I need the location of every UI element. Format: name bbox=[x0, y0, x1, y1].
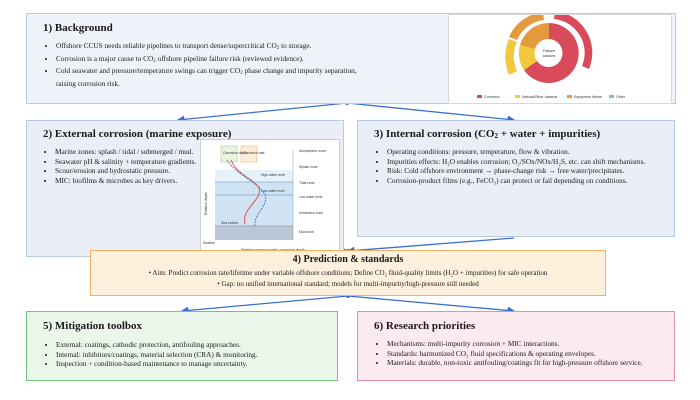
legend-natural: Natural/Other hazards bbox=[522, 95, 558, 99]
arrow-bg-to-external bbox=[176, 102, 348, 124]
legend-corrosion: Corrosion bbox=[484, 95, 500, 99]
mitigation-panel: 5) Mitigation toolbox External: coatings… bbox=[26, 311, 338, 381]
donut-outer-natural bbox=[505, 39, 517, 75]
donut-chart: Failure causes Corrosion Natural/Other h… bbox=[477, 11, 626, 99]
prediction-aim: • Aim: Predict corrosion rate/lifetime u… bbox=[148, 269, 548, 277]
prediction-gap: • Gap: no unified international standard… bbox=[217, 280, 479, 288]
zone-label-tidal: Tidal zone bbox=[299, 181, 315, 185]
list-item: Risk: Cold offshore environment → phase-… bbox=[387, 166, 672, 176]
list-item: Internal: inhibitors/coatings, material … bbox=[56, 350, 341, 360]
mitigation-title: 5) Mitigation toolbox bbox=[43, 320, 142, 332]
fig-label-seabed: Seabed bbox=[203, 241, 215, 245]
prediction-title: 4) Prediction & standards bbox=[292, 254, 404, 265]
external-list: Marine zones: splash / tidal / submerged… bbox=[42, 147, 215, 185]
donut-slice-corrosion bbox=[524, 23, 579, 83]
legend-other: Other bbox=[616, 95, 626, 99]
failure-cause-donut-figure: Failure causes Corrosion Natural/Other h… bbox=[448, 11, 672, 104]
list-item: Impurities effects: H₂O enables corrosio… bbox=[387, 157, 672, 167]
fig-label-lowwater: Low water level bbox=[261, 189, 285, 193]
list-item: Seawater pH & salinity + temperature gra… bbox=[55, 157, 215, 167]
zone-label-atmospheric: Atmospheric zone bbox=[299, 149, 326, 153]
research-title: 6) Research priorities bbox=[374, 320, 476, 332]
list-item: Inspection + condition-based maintenance… bbox=[56, 359, 341, 369]
internal-corrosion-panel: 3) Internal corrosion (CO2 + water + imp… bbox=[357, 120, 675, 237]
prediction-panel: 4) Prediction & standards • Aim: Predict… bbox=[90, 250, 606, 296]
fig-label-seabottom: Sea bottom bbox=[221, 221, 239, 225]
list-item: Scour/erosion and hydrostatic pressure. bbox=[55, 166, 215, 176]
research-panel: 6) Research priorities Mechanisms: multi… bbox=[357, 311, 675, 381]
internal-list: Operating conditions: pressure, temperat… bbox=[374, 147, 672, 185]
donut-slice-equipment bbox=[520, 22, 549, 49]
background-title: 1) Background bbox=[43, 22, 113, 34]
list-item: External: coatings, cathodic protection,… bbox=[56, 340, 341, 350]
arrow-bg-to-internal bbox=[346, 102, 516, 124]
list-item: Marine zones: splash / tidal / submerged… bbox=[55, 147, 215, 157]
donut-center-label-2: causes bbox=[543, 53, 556, 58]
arrow-prediction-to-mitigation bbox=[180, 295, 349, 315]
research-list: Mechanisms: multi-impurity corrosion + M… bbox=[374, 339, 677, 368]
donut-slice-natural bbox=[518, 45, 537, 70]
list-item: Materials: durable, non-toxic antifoulin… bbox=[387, 358, 677, 368]
list-item: Cold seawater and pressure/temperature s… bbox=[56, 66, 476, 88]
arrow-prediction-to-research bbox=[347, 295, 516, 315]
marine-zone-figure: Atmospheric zone Splash zone Tidal zone … bbox=[200, 139, 340, 256]
zone-label-immersion: Immersion zone bbox=[299, 211, 323, 215]
fig-label-highwater: High water level bbox=[261, 173, 285, 177]
donut-outer-corrosion bbox=[554, 11, 593, 69]
internal-title: 3) Internal corrosion (CO2 + water + imp… bbox=[374, 128, 601, 140]
mitigation-list: External: coatings, cathodic protection,… bbox=[43, 340, 341, 369]
list-item: Corrosion-product films (e.g., FeCO₃) ca… bbox=[387, 176, 672, 186]
marine-zone-diagram: Atmospheric zone Splash zone Tidal zone … bbox=[203, 145, 326, 252]
arrow-internal-to-prediction bbox=[346, 237, 515, 255]
zone-label-splash: Splash zone bbox=[299, 165, 318, 169]
list-item: Mechanisms: multi-impurity corrosion + M… bbox=[387, 339, 677, 349]
list-item: Offshore CCUS needs reliable pipelines t… bbox=[56, 41, 476, 54]
background-list: Offshore CCUS needs reliable pipelines t… bbox=[43, 41, 476, 88]
zone-label-lowwater: Low water level bbox=[299, 195, 323, 199]
donut-outer-equipment bbox=[509, 12, 544, 40]
list-item: MIC: biofilms & microbes as key drivers. bbox=[55, 176, 215, 186]
legend-equipment: Equipment failure bbox=[574, 95, 602, 99]
fig-label-rate: Corrosion rate bbox=[243, 151, 265, 155]
list-item: Standards: harmonized CO₂ fluid specific… bbox=[387, 349, 677, 359]
list-item: Operating conditions: pressure, temperat… bbox=[387, 147, 672, 157]
fig-label-depth: Corrosion depth bbox=[223, 151, 247, 155]
zone-label-mud: Mud zone bbox=[299, 230, 314, 234]
fig-ylabel: Relative depth bbox=[204, 192, 208, 215]
donut-center-label-1: Failure bbox=[543, 48, 556, 53]
list-item: Corrosion is a major cause to CO2 offsho… bbox=[56, 54, 476, 67]
external-title: 2) External corrosion (marine exposure) bbox=[43, 128, 232, 140]
